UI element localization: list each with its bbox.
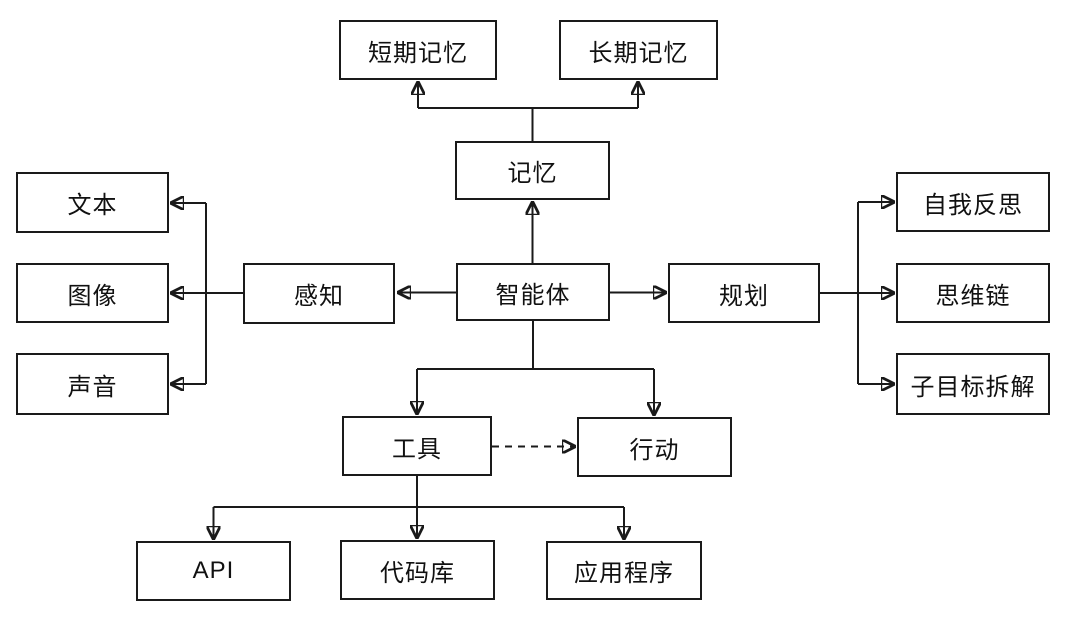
node-code-library: 代码库 [340, 540, 495, 600]
connector-memory-to-term-memories [418, 84, 638, 141]
node-chain-of-thought: 思维链 [896, 263, 1050, 323]
node-sound: 声音 [16, 353, 169, 415]
node-self-reflection: 自我反思 [896, 172, 1050, 232]
node-subgoal-decomposition: 子目标拆解 [896, 353, 1050, 415]
node-perception: 感知 [243, 263, 395, 324]
node-long-term-memory: 长期记忆 [559, 20, 718, 80]
connector-agent-to-tools-action [417, 321, 654, 413]
node-applications: 应用程序 [546, 541, 702, 600]
node-action: 行动 [577, 417, 732, 477]
node-tools: 工具 [342, 416, 492, 476]
node-planning: 规划 [668, 263, 820, 323]
node-image: 图像 [16, 263, 169, 323]
node-agent: 智能体 [456, 263, 610, 321]
connector-planning-to-strategies [820, 202, 892, 384]
node-short-term-memory: 短期记忆 [339, 20, 497, 80]
node-text: 文本 [16, 172, 169, 233]
node-memory: 记忆 [455, 141, 610, 200]
connector-tools-to-resources [214, 476, 625, 537]
connector-perception-to-inputs [173, 203, 243, 384]
node-api: API [136, 541, 291, 601]
